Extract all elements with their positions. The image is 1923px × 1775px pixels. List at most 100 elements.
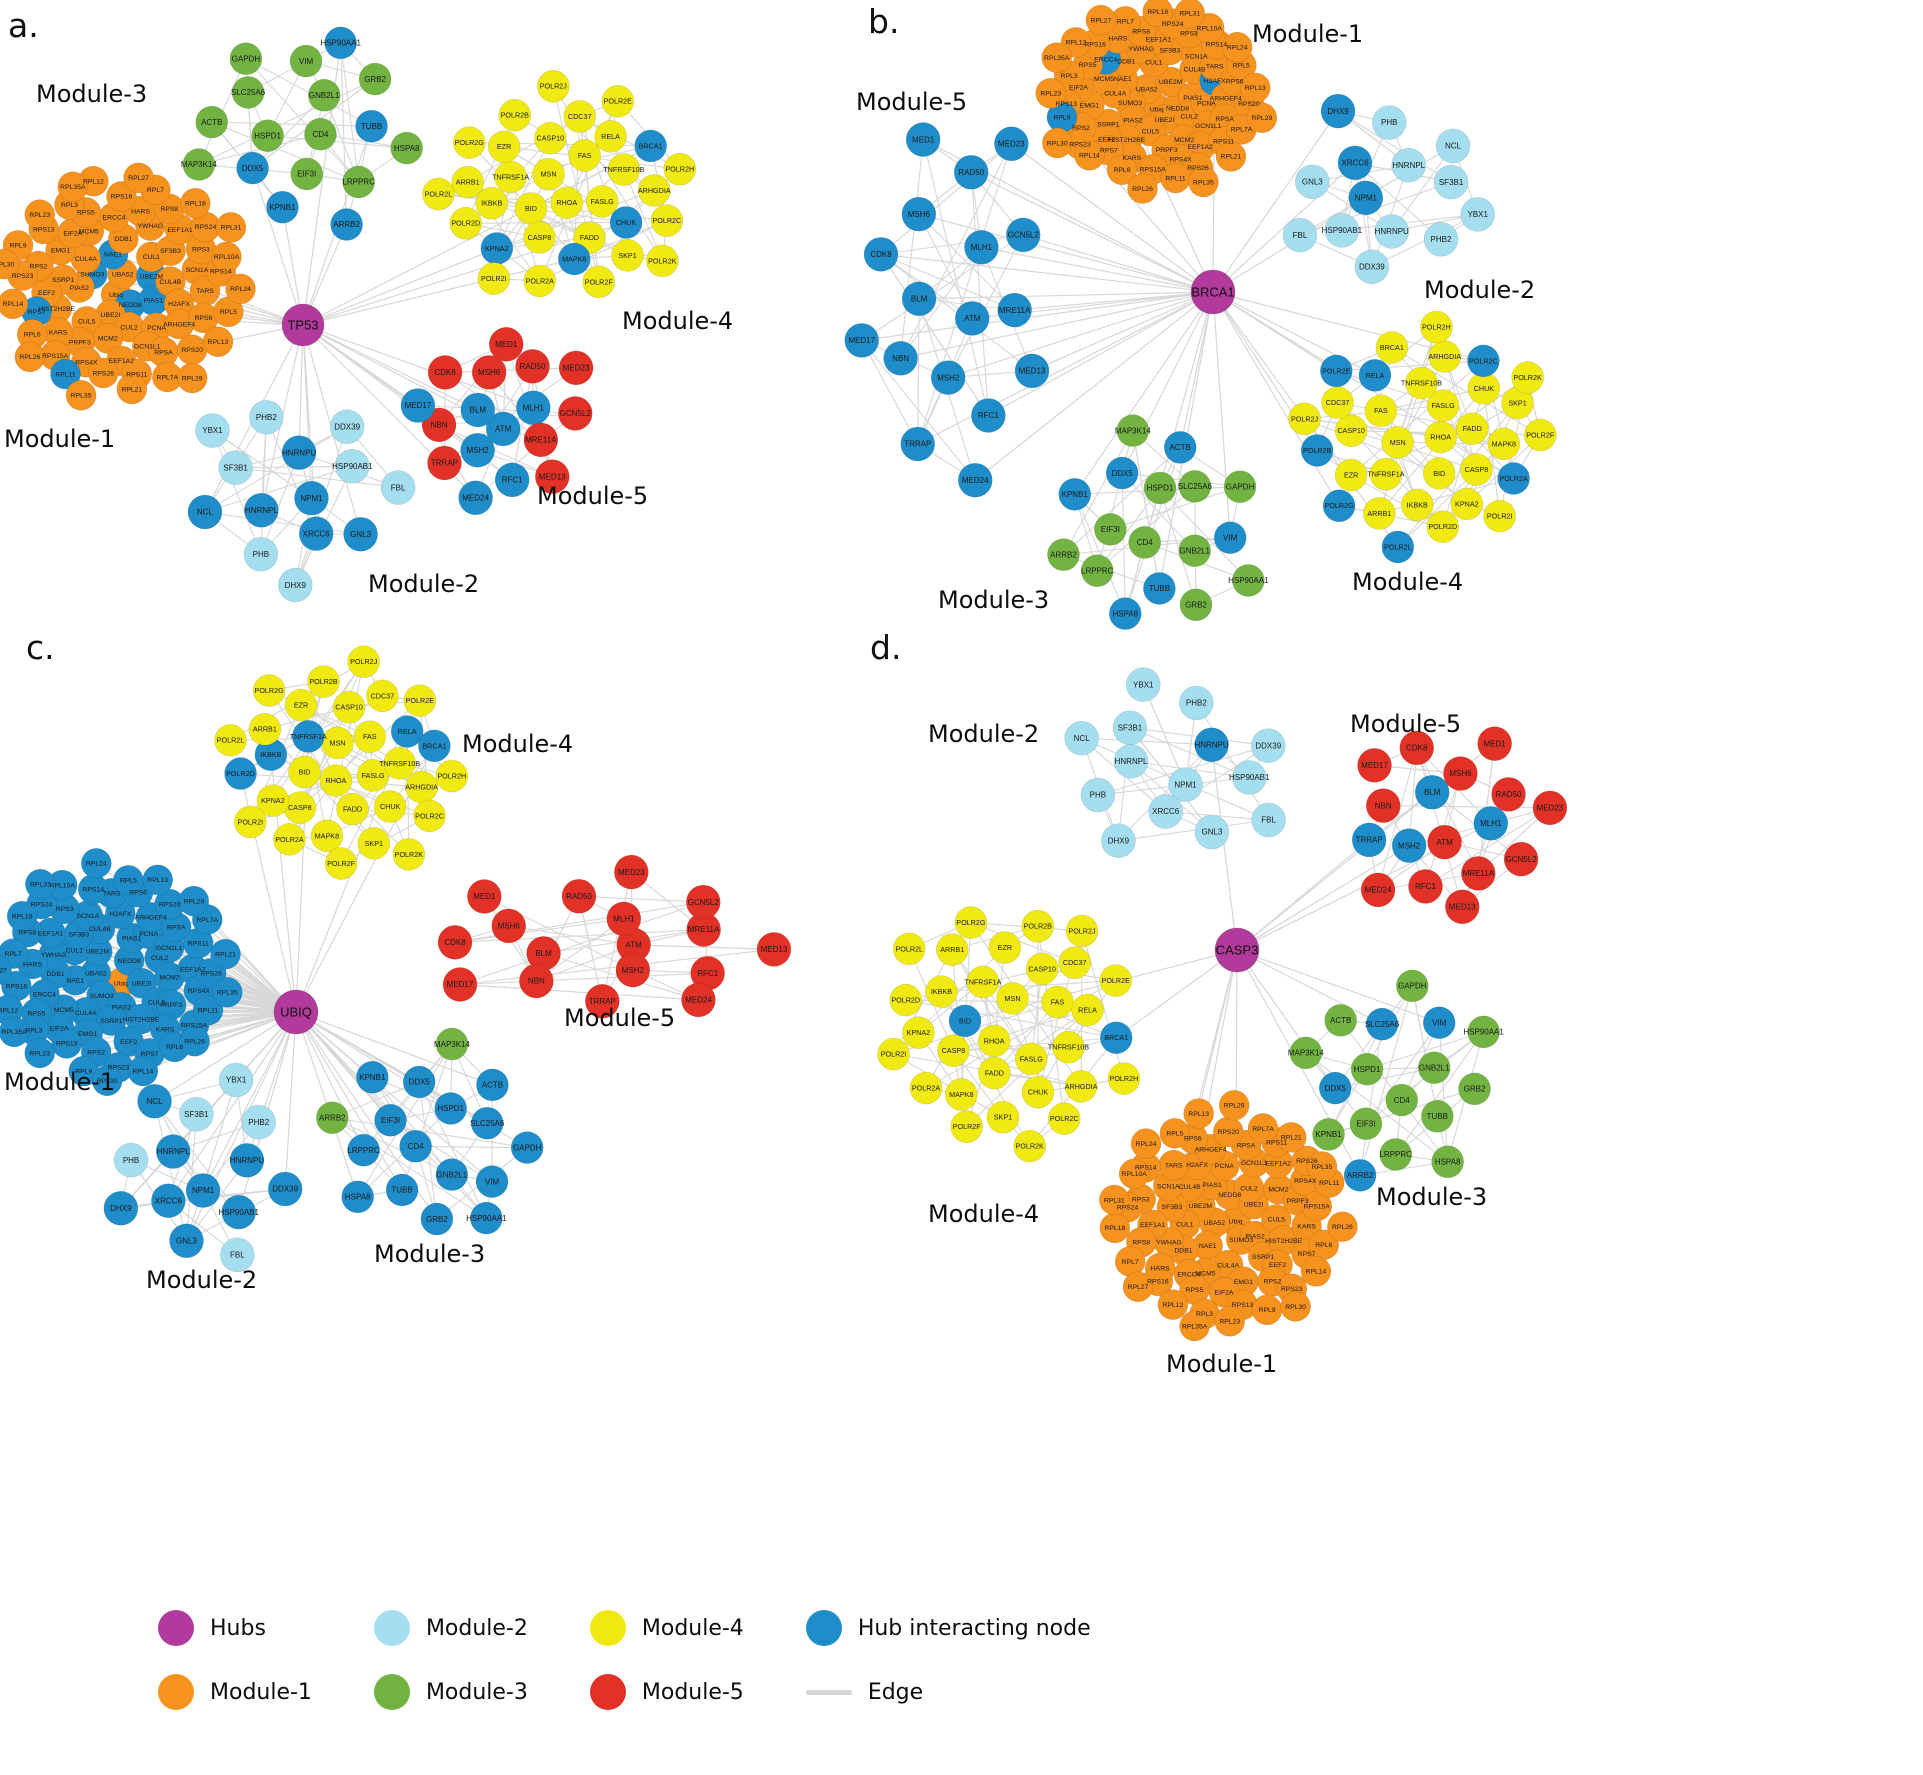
node-label: MSH6 xyxy=(1449,769,1472,778)
node-label: GCN5L2 xyxy=(560,409,592,418)
node-label: RPL35 xyxy=(217,990,238,997)
node-label: RPL31 xyxy=(30,882,51,889)
node-VIM xyxy=(475,1165,509,1198)
node-label: MED24 xyxy=(962,476,989,485)
node-CASP10 xyxy=(534,121,567,155)
node-SKP1 xyxy=(611,239,644,272)
edge xyxy=(1121,473,1126,614)
hub-edge xyxy=(295,1011,365,1151)
node-label: ARHGDIA xyxy=(1428,352,1461,361)
node-RPL26 xyxy=(14,341,46,373)
node-label: MED13 xyxy=(1449,902,1476,911)
node-label: NPM1 xyxy=(1355,194,1378,203)
node-MRE11A xyxy=(997,292,1032,328)
node-label: MSH6 xyxy=(478,368,501,377)
legend-item-label: Module-2 xyxy=(425,1615,528,1641)
node-label: SCN1A xyxy=(186,267,209,274)
edge xyxy=(623,169,663,262)
node-DHX9 xyxy=(1101,823,1136,858)
node-label: FADD xyxy=(985,1069,1004,1078)
node-label: KPNA2 xyxy=(485,244,509,253)
node-label: RPL9 xyxy=(1053,115,1070,122)
node-label: PIAS2 xyxy=(70,285,89,292)
node-label: RPL18 xyxy=(1147,9,1168,16)
node-label: CHUK xyxy=(616,218,637,227)
node-YBX1 xyxy=(218,1062,254,1098)
node-RPL27 xyxy=(0,955,12,985)
hub-circle xyxy=(281,303,325,347)
node-label: CUL2 xyxy=(1180,114,1198,121)
node-label: CUL5 xyxy=(1268,1217,1286,1224)
node-label: FADD xyxy=(580,233,599,242)
edge xyxy=(268,689,371,738)
edge xyxy=(204,511,361,535)
node-ACTB xyxy=(195,105,229,139)
node-label: POLR2G xyxy=(956,918,986,927)
hub-edge xyxy=(1212,110,1339,293)
node-label: CASP10 xyxy=(335,703,363,712)
node-label: RPS26 xyxy=(1296,1158,1318,1165)
node-HSP90AB1 xyxy=(221,1194,257,1230)
node-label: MSH2 xyxy=(937,373,960,382)
node-label: RPL5 xyxy=(120,878,137,885)
node-RPL13 xyxy=(1183,1098,1214,1129)
node-RPL6 xyxy=(1106,154,1138,186)
node-label: PCNA xyxy=(1197,101,1216,108)
node-label: MSH6 xyxy=(908,210,931,219)
node-label: MAPK8 xyxy=(315,831,339,840)
node-CHUK xyxy=(1021,1075,1055,1109)
node-RPL14 xyxy=(127,1055,159,1087)
node-MED23 xyxy=(558,350,594,386)
node-label: GRB2 xyxy=(426,1215,448,1224)
node-BID xyxy=(948,1004,982,1038)
node-labels-layer: RHOAMSNFASLGBIDFASFADDTNFRSF1ATNFRSF10BC… xyxy=(0,657,788,1259)
hub-node-BRCA1: BRCA1 xyxy=(1190,269,1236,315)
node-HSPA8 xyxy=(390,131,423,165)
node-label: TNFRSF1A xyxy=(964,977,1001,986)
hub-edge xyxy=(900,291,1214,359)
node-label: IKBKB xyxy=(931,987,952,996)
node-POLR2L xyxy=(214,723,247,757)
node-label: BLM xyxy=(470,406,487,415)
node-RPL31 xyxy=(25,868,56,900)
legend-item-label: Hub interacting node xyxy=(857,1615,1091,1641)
node-label: GRB2 xyxy=(364,75,386,84)
node-label: ATM xyxy=(495,425,512,434)
node-label: UBE2I xyxy=(132,980,152,987)
node-label: RPL10A xyxy=(214,254,240,261)
node-label: RPS23 xyxy=(1069,142,1091,149)
node-RELA xyxy=(1358,359,1392,392)
module3-swatch-icon xyxy=(373,1674,410,1710)
node-ACTB xyxy=(1324,1004,1357,1037)
node-label: CASP10 xyxy=(1337,426,1365,435)
node-label: MCM5 xyxy=(1196,1270,1216,1277)
node-GNB2L1 xyxy=(307,78,341,112)
node-label: KPNA2 xyxy=(907,1028,931,1037)
node-GAPDH xyxy=(229,42,263,76)
node-label: RPL3 xyxy=(61,202,78,209)
node-label: LRPPRC xyxy=(342,178,375,187)
node-label: FASLG xyxy=(1020,1054,1044,1063)
node-label: YBX1 xyxy=(1467,210,1488,219)
edge xyxy=(340,42,360,183)
node-HSP90AB1 xyxy=(1231,760,1267,795)
node-FASLG xyxy=(1014,1042,1048,1076)
node-ARRB1 xyxy=(248,712,282,746)
node-RPS13 xyxy=(51,1028,83,1059)
node-label: MSH6 xyxy=(498,922,521,931)
node-BLM xyxy=(901,281,937,317)
node-label: GCN1L1 xyxy=(156,945,183,952)
edge xyxy=(539,220,668,282)
node-POLR2E xyxy=(1099,964,1133,997)
node-label: SLC25A6 xyxy=(470,1119,505,1128)
node-label: GAPDH xyxy=(1226,482,1255,491)
node-label: RPS8 xyxy=(1132,29,1150,36)
node-label: RPS2 xyxy=(30,263,48,270)
node-label: CUL1 xyxy=(1145,59,1163,66)
node-label: FASLG xyxy=(361,771,385,780)
node-label: RPS7 xyxy=(28,309,46,316)
node-label: SF3B1 xyxy=(1118,723,1143,732)
node-label: TNFRSF1A xyxy=(492,172,529,181)
node-GCN5L2 xyxy=(557,396,593,431)
node-YBX1 xyxy=(1460,197,1496,232)
